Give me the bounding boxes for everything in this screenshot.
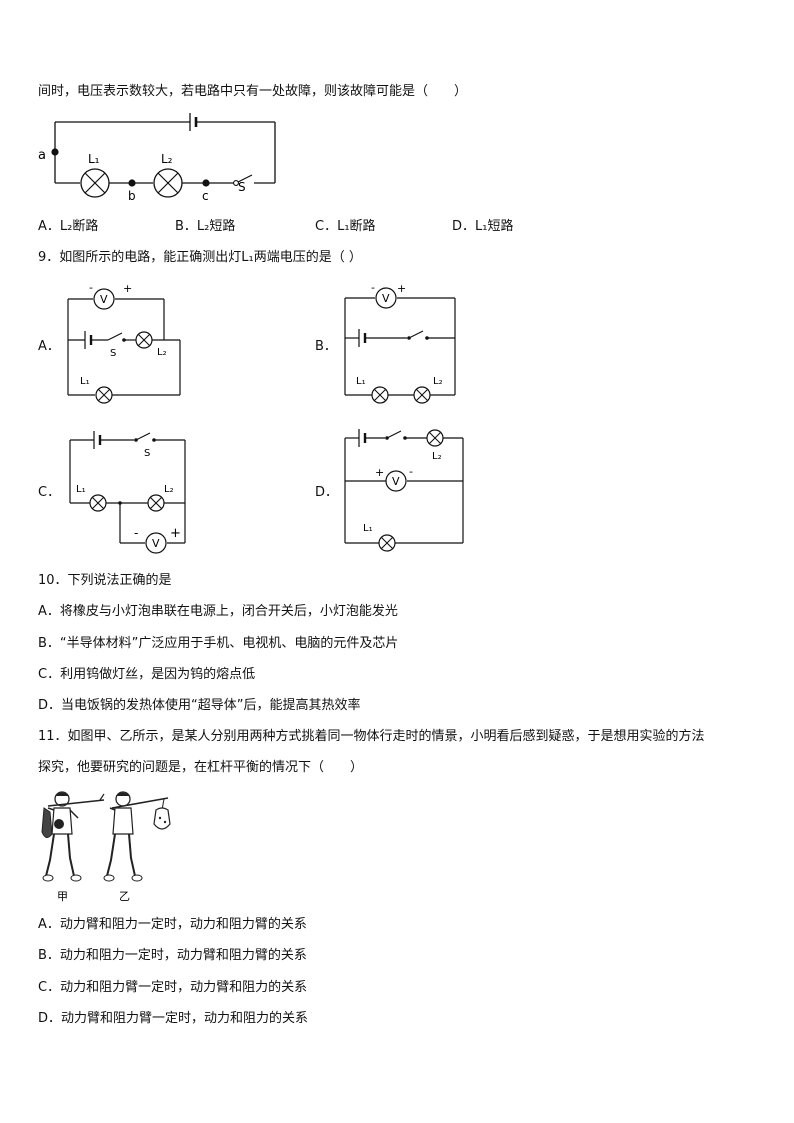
q9-option-a-label[interactable]: A． [38, 339, 60, 354]
q8-option-a[interactable]: A．L₂断路 [38, 219, 99, 234]
q10-option-b[interactable]: B．“半导体材料”广泛应用于手机、电视机、电脑的元件及芯片 [38, 636, 399, 651]
q10-option-d[interactable]: D．当电饭锅的发热体使用“超导体”后，能提高其热效率 [38, 698, 361, 713]
q11-option-a[interactable]: A．动力臂和阻力一定时，动力和阻力臂的关系 [38, 917, 307, 932]
voltmeter-plus: + [375, 466, 384, 479]
voltmeter-symbol: V [93, 288, 115, 310]
q10-option-a[interactable]: A．将橡皮与小灯泡串联在电源上，闭合开关后，小灯泡能发光 [38, 604, 398, 619]
voltmeter-minus: - [89, 281, 93, 294]
lamp-l1-label: L₁ [363, 523, 373, 534]
switch-label: S [110, 348, 116, 359]
switch-s-symbol [233, 174, 253, 186]
lamp-l2-label: L₂ [164, 484, 174, 495]
lamp-l1-label: L₁ [356, 376, 366, 387]
q11-carrying-figure: 甲 乙 [41, 791, 171, 903]
terminal-b [128, 179, 136, 187]
figure-yi-label: 乙 [119, 890, 130, 903]
voltmeter-letter: V [382, 292, 390, 305]
lamp-l1-label: L₁ [76, 484, 86, 495]
terminal-b-label: b [128, 189, 136, 203]
terminal-c [202, 179, 210, 187]
voltmeter-minus: - [134, 526, 138, 540]
lamp-l2-label: L₂ [432, 451, 442, 462]
voltmeter-plus: + [170, 526, 181, 541]
q8-stem-continuation: 间时，电压表示数较大，若电路中只有一处故障，则该故障可能是（ ） [38, 84, 468, 99]
q11-stem-line1: 11．如图甲、乙所示，是某人分别用两种方式挑着同一物体行走时的情景，小明看后感到… [38, 729, 705, 744]
terminal-c-label: c [202, 189, 209, 203]
q9-option-c-label[interactable]: C． [38, 485, 61, 500]
q11-stem-line2: 探究，他要研究的问题是，在杠杆平衡的情况下（ ） [38, 760, 364, 775]
lamp-l1-symbol [80, 168, 110, 198]
figure-jia-label: 甲 [57, 890, 68, 903]
lamp-l2-symbol [153, 168, 183, 198]
q8-option-c[interactable]: C．L₁断路 [315, 219, 376, 234]
voltmeter-plus: + [397, 282, 406, 295]
voltmeter-letter: V [392, 475, 400, 488]
q8-option-d[interactable]: D．L₁短路 [452, 219, 514, 234]
voltmeter-letter: V [100, 293, 108, 306]
lamp-l1-label: L₁ [88, 152, 100, 166]
q10-stem: 10．下列说法正确的是 [38, 573, 172, 588]
q10-option-c[interactable]: C．利用钨做灯丝，是因为钨的熔点低 [38, 667, 256, 682]
switch-s-label: S [238, 180, 246, 194]
q8-option-b[interactable]: B．L₂短路 [175, 219, 236, 234]
q9-option-d-label[interactable]: D． [315, 485, 339, 500]
q9-circuit-c[interactable]: S L₁ L₂ V - + [60, 425, 195, 555]
q9-circuit-d[interactable]: L₂ V + - L₁ [337, 425, 472, 555]
voltmeter-plus: + [123, 282, 132, 295]
person-jia-illustration [41, 791, 105, 882]
q11-option-c[interactable]: C．动力和阻力臂一定时，动力臂和阻力的关系 [38, 980, 308, 995]
q8-circuit-diagram: a b c L₁ L₂ S [38, 113, 276, 203]
person-yi-illustration [103, 791, 171, 882]
q9-option-b-label[interactable]: B． [315, 339, 337, 354]
lamp-l2-label: L₂ [157, 347, 167, 358]
q9-stem: 9．如图所示的电路，能正确测出灯L₁两端电压的是（ ） [38, 250, 362, 265]
q11-option-d[interactable]: D．动力臂和阻力臂一定时，动力和阻力的关系 [38, 1011, 309, 1026]
q11-option-b[interactable]: B．动力和阻力一定时，动力臂和阻力臂的关系 [38, 948, 307, 963]
voltmeter-minus: - [409, 465, 413, 478]
terminal-a [51, 148, 59, 156]
voltmeter-minus: - [371, 281, 375, 294]
switch-label: S [144, 448, 150, 459]
lamp-l1-label: L₁ [80, 376, 90, 387]
q9-circuit-b[interactable]: V - + L₁ L₂ [337, 281, 462, 404]
voltmeter-letter: V [152, 537, 160, 550]
lamp-l2-label: L₂ [433, 376, 443, 387]
terminal-a-label: a [38, 148, 46, 163]
lamp-l2-label: L₂ [161, 152, 173, 166]
q9-circuit-a[interactable]: V - + S L₂ L₁ [60, 280, 190, 405]
